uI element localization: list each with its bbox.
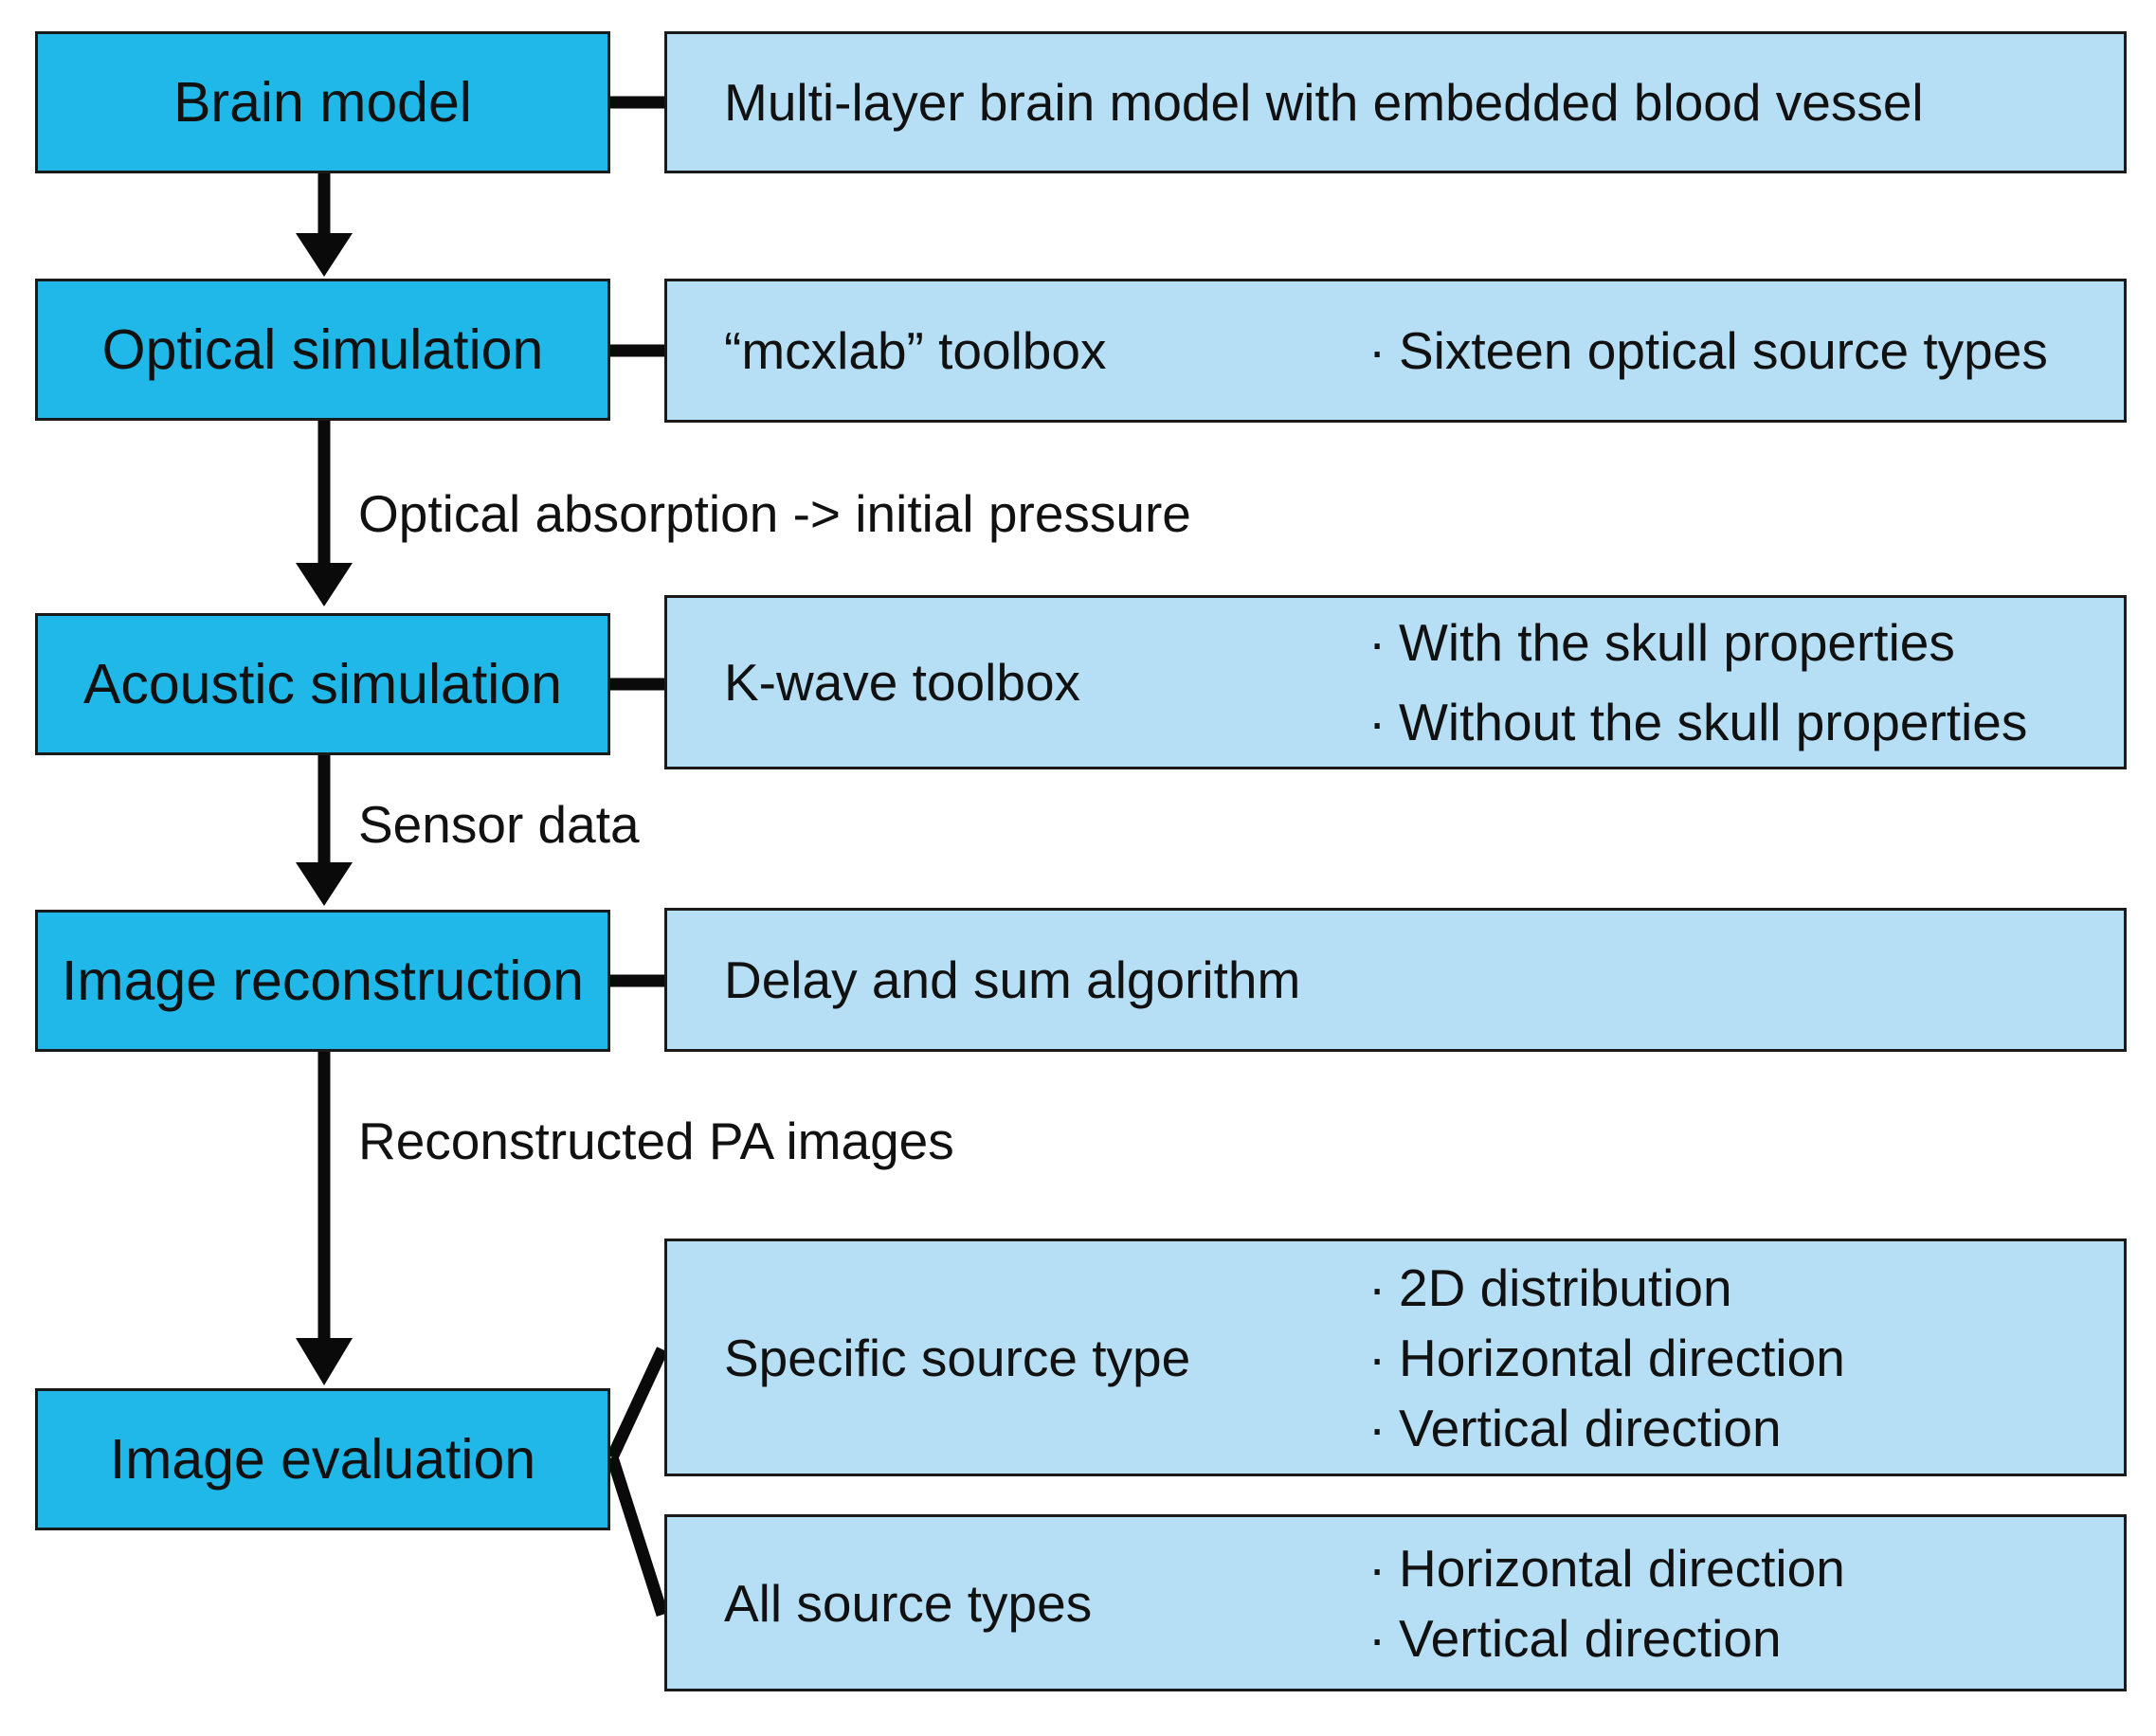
step-optical-simulation: Optical simulation	[35, 279, 610, 421]
step-acoustic-simulation-label: Acoustic simulation	[83, 653, 562, 715]
bullet-item: · Sixteen optical source types	[1368, 320, 2048, 381]
bullet-item: · 2D distribution	[1368, 1257, 1845, 1318]
bullet-text: 2D distribution	[1399, 1257, 1732, 1317]
step-image-evaluation-label: Image evaluation	[109, 1428, 536, 1491]
bullet-item: · Without the skull properties	[1368, 692, 2027, 752]
detail-specific-title: Specific source type	[724, 1328, 1191, 1387]
detail-all-source-types: All source types · Horizontal direction …	[664, 1514, 2127, 1691]
bullet-text: Horizontal direction	[1399, 1538, 1845, 1598]
bullet-marker: ·	[1368, 321, 1386, 380]
detail-specific-source-type: Specific source type · 2D distribution ·…	[664, 1239, 2127, 1476]
bullet-text: Vertical direction	[1399, 1398, 1782, 1457]
bullet-text: Sixteen optical source types	[1399, 321, 2048, 380]
step-brain-model: Brain model	[35, 31, 610, 173]
bullet-item: · Horizontal direction	[1368, 1538, 1845, 1599]
bullet-item: · With the skull properties	[1368, 612, 2027, 673]
flow-label-initial-pressure: Optical absorption -> initial pressure	[358, 484, 1191, 543]
step-brain-model-label: Brain model	[173, 71, 472, 134]
arrowhead-3	[296, 862, 353, 906]
step-image-reconstruction-label: Image reconstruction	[62, 949, 584, 1012]
detail-acoustic-bullets: · With the skull properties · Without th…	[1368, 612, 2027, 752]
bullet-item: · Horizontal direction	[1368, 1328, 1845, 1388]
bullet-item: · Vertical direction	[1368, 1398, 1845, 1458]
bullet-marker: ·	[1368, 1608, 1386, 1668]
link-evaluation-specific	[607, 1347, 668, 1460]
bullet-item: · Vertical direction	[1368, 1608, 1845, 1669]
step-optical-simulation-label: Optical simulation	[101, 318, 544, 381]
arrowhead-1	[296, 233, 353, 277]
detail-brain-model-text: Multi-layer brain model with embedded bl…	[724, 73, 1924, 132]
flow-label-sensor-data: Sensor data	[358, 795, 640, 854]
bullet-text: Horizontal direction	[1399, 1328, 1845, 1387]
detail-optical-bullets: · Sixteen optical source types	[1368, 320, 2048, 381]
bullet-text: Vertical direction	[1399, 1608, 1782, 1668]
arrowhead-2	[296, 563, 353, 606]
bullet-text: With the skull properties	[1399, 613, 1955, 672]
detail-specific-bullets: · 2D distribution · Horizontal direction…	[1368, 1257, 1845, 1458]
detail-optical-simulation: “mcxlab” toolbox · Sixteen optical sourc…	[664, 279, 2127, 423]
detail-brain-model: Multi-layer brain model with embedded bl…	[664, 31, 2127, 173]
link-evaluation-all	[606, 1456, 669, 1617]
step-acoustic-simulation: Acoustic simulation	[35, 613, 610, 755]
detail-image-reconstruction: Delay and sum algorithm	[664, 908, 2127, 1052]
detail-acoustic-simulation: K-wave toolbox · With the skull properti…	[664, 595, 2127, 769]
bullet-marker: ·	[1368, 693, 1386, 751]
step-image-reconstruction: Image reconstruction	[35, 910, 610, 1052]
arrowhead-4	[296, 1338, 353, 1385]
detail-all-bullets: · Horizontal direction · Vertical direct…	[1368, 1538, 1845, 1669]
bullet-marker: ·	[1368, 1538, 1386, 1598]
step-image-evaluation: Image evaluation	[35, 1388, 610, 1530]
bullet-marker: ·	[1368, 613, 1386, 672]
flow-label-reconstructed-images: Reconstructed PA images	[358, 1112, 954, 1170]
bullet-marker: ·	[1368, 1328, 1386, 1387]
bullet-text: Without the skull properties	[1399, 693, 2028, 751]
bullet-marker: ·	[1368, 1398, 1386, 1457]
detail-all-title: All source types	[724, 1573, 1093, 1633]
detail-acoustic-tool: K-wave toolbox	[724, 653, 1081, 712]
bullet-marker: ·	[1368, 1257, 1386, 1317]
detail-optical-tool: “mcxlab” toolbox	[724, 321, 1107, 380]
detail-reconstruction-algorithm: Delay and sum algorithm	[724, 950, 1301, 1009]
